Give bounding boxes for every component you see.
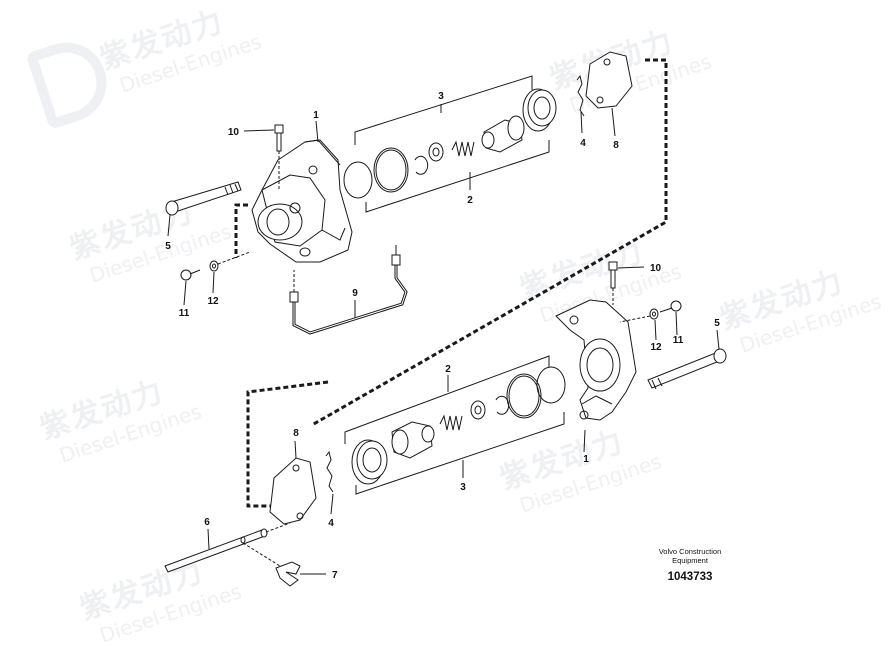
callout-7: 7 xyxy=(332,570,338,581)
leader-10-top xyxy=(243,129,275,132)
callout-2-top: 2 xyxy=(467,195,473,206)
leader-11-top xyxy=(183,280,187,306)
leader-8-bottom xyxy=(294,440,297,459)
spring-top xyxy=(451,140,475,157)
leader-12-top xyxy=(212,271,215,294)
spring-clip-4-bottom xyxy=(325,450,334,493)
piston-top xyxy=(481,115,525,153)
bolt-5-bottom xyxy=(647,348,727,390)
callout-1-top: 1 xyxy=(313,110,319,121)
callout-11-bottom: 11 xyxy=(673,335,684,346)
leader-11-bottom xyxy=(675,311,678,336)
leader-10-bottom xyxy=(617,266,645,269)
leader-12-bottom xyxy=(654,319,657,341)
caliper-housing xyxy=(251,139,353,263)
callout-10-bottom: 10 xyxy=(650,263,662,274)
bottom-frame-dashed xyxy=(246,380,329,508)
valve-seat-bottom xyxy=(470,400,486,420)
organization-line-2: Equipment xyxy=(672,556,708,565)
bolt-5-top xyxy=(165,181,242,216)
drawing-footer: Volvo Construction Equipment 1043733 xyxy=(652,547,728,583)
callout-2-bottom: 2 xyxy=(445,364,451,375)
top-frame-left-dashed xyxy=(234,203,248,258)
callout-8-bottom: 8 xyxy=(293,428,299,439)
washer-12-bottom xyxy=(619,308,659,323)
callout-9: 9 xyxy=(352,288,358,299)
seal-ring-bottom xyxy=(506,373,542,419)
callout-4-top: 4 xyxy=(580,138,586,149)
callout-10-top: 10 xyxy=(228,127,240,138)
leader-4-top xyxy=(580,111,583,134)
organization-line-1: Volvo Construction xyxy=(658,547,722,556)
bracket-3-bottom xyxy=(355,412,565,495)
caliper-housing-bottom xyxy=(555,299,637,421)
callout-4-bottom: 4 xyxy=(328,518,334,529)
bottom-assembly: 10 5 12 11 2 8 1 3 4 6 7 xyxy=(164,261,727,587)
leader-1-bottom xyxy=(583,429,586,453)
callout-3-bottom: 3 xyxy=(460,482,466,493)
leader-6 xyxy=(207,528,210,550)
screw-11-top xyxy=(180,269,201,281)
callout-8-top: 8 xyxy=(613,140,619,151)
washer-12-top xyxy=(209,251,251,272)
bleeder-screw-10-top xyxy=(274,124,284,190)
pin-6 xyxy=(164,522,291,573)
retaining-clip-bottom xyxy=(495,395,510,415)
callout-5-top: 5 xyxy=(165,241,171,252)
leader-5-bottom xyxy=(716,329,720,350)
spring-pin-7 xyxy=(242,542,301,587)
retaining-clip-top xyxy=(414,155,429,175)
spring-clip-4-top xyxy=(576,74,585,117)
bracket-3-top xyxy=(354,75,533,145)
leader-4-bottom xyxy=(330,493,334,515)
exploded-parts-diagram: 1 3 10 4 8 2 5 12 11 9 xyxy=(164,51,727,587)
callout-5-bottom: 5 xyxy=(714,318,720,329)
callout-12-top: 12 xyxy=(207,296,219,307)
seal-ring-large-top xyxy=(343,161,373,199)
screw-11-bottom xyxy=(659,300,682,313)
dust-boot-top xyxy=(522,88,557,132)
leader-1-top xyxy=(315,120,319,143)
leader-5-top xyxy=(167,214,171,237)
seal-ring-top xyxy=(373,147,409,193)
spring-bottom xyxy=(439,414,463,431)
dust-boot-bottom xyxy=(351,439,388,485)
drawing-number: 1043733 xyxy=(667,571,713,583)
callout-11-top: 11 xyxy=(179,308,190,319)
cover-8-top xyxy=(585,51,633,109)
bracket-2-bottom xyxy=(344,355,550,444)
bleeder-screw-10-bottom xyxy=(608,261,618,305)
callout-1-bottom: 1 xyxy=(583,454,589,465)
top-assembly: 1 3 10 4 8 2 5 12 11 9 xyxy=(165,51,668,427)
callout-12-bottom: 12 xyxy=(650,342,662,353)
bracket-2-top xyxy=(365,140,550,213)
valve-seat-top xyxy=(428,142,444,162)
brake-pipe-9 xyxy=(289,245,408,335)
callout-3-top: 3 xyxy=(438,91,444,102)
leader-8-top xyxy=(611,107,616,137)
top-frame-dashed xyxy=(311,58,668,427)
callout-6: 6 xyxy=(204,517,210,528)
piston-bottom xyxy=(391,421,435,459)
cover-8-bottom xyxy=(269,457,317,525)
